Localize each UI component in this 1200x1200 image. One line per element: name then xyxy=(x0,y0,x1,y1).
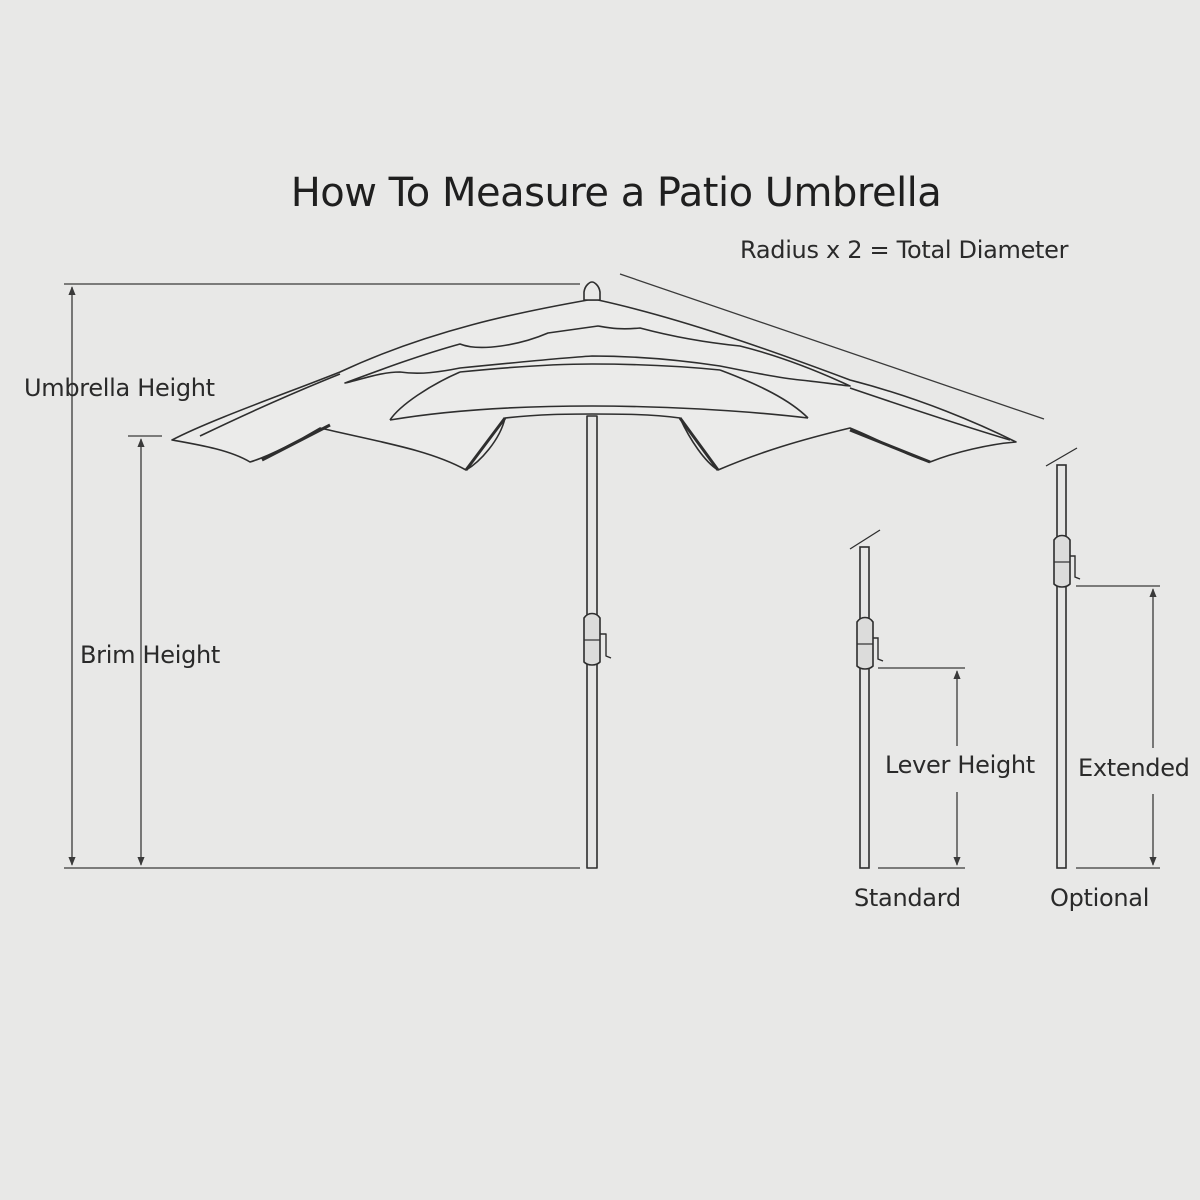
canopy-seam-left-outer xyxy=(199,373,341,437)
optional-label: Optional xyxy=(1050,884,1150,912)
optional-pole-break xyxy=(1045,447,1078,467)
optional-crank-handle xyxy=(1070,555,1081,580)
standard-pole xyxy=(849,529,884,869)
brim-height-label: Brim Height xyxy=(80,641,221,669)
canopy-seam-right-outer xyxy=(849,387,1011,441)
brim-height-dimension xyxy=(128,435,162,866)
standard-pole-shaft xyxy=(859,546,870,869)
canopy-inner-band xyxy=(389,405,809,421)
optional-pole xyxy=(1045,447,1081,869)
diagram-title: How To Measure a Patio Umbrella xyxy=(290,170,942,216)
umbrella xyxy=(171,281,1017,869)
standard-crank-housing xyxy=(856,616,874,670)
canopy-seam-left xyxy=(389,371,461,421)
lever-height-label: Lever Height xyxy=(885,751,1035,779)
umbrella-height-label: Umbrella Height xyxy=(24,374,215,402)
standard-pole-break xyxy=(849,529,881,550)
standard-crank-handle xyxy=(873,637,884,662)
rib-1 xyxy=(261,423,331,462)
optional-pole-shaft xyxy=(1056,464,1067,869)
optional-crank-housing xyxy=(1053,534,1071,588)
canopy-mid-band xyxy=(459,363,721,373)
standard-label: Standard xyxy=(854,884,961,912)
lever-height-dimension xyxy=(878,667,965,869)
canopy-vent-tier xyxy=(344,325,851,387)
diameter-formula: Radius x 2 = Total Diameter xyxy=(740,236,1069,264)
rib-2 xyxy=(464,417,507,471)
umbrella-height-dimension xyxy=(64,283,580,869)
umbrella-canopy xyxy=(171,299,1017,471)
crank-handle xyxy=(600,633,612,659)
radius-line xyxy=(619,273,1045,420)
crank-housing xyxy=(583,612,601,666)
extended-dimension xyxy=(1076,585,1160,869)
rib-4 xyxy=(849,428,931,464)
canopy-seam-right xyxy=(719,369,809,419)
umbrella-finial xyxy=(583,281,601,301)
rib-3 xyxy=(678,417,720,471)
extended-label: Extended xyxy=(1078,754,1190,782)
